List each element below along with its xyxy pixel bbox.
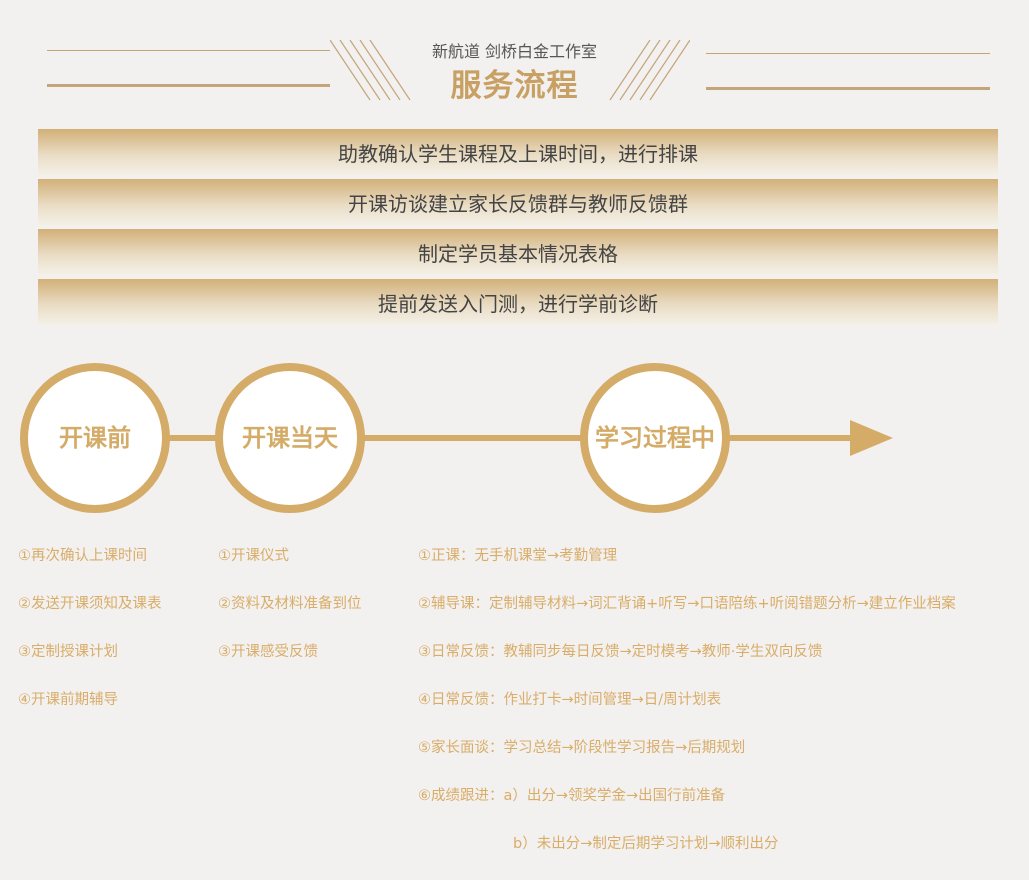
list-item: ②发送开课须知及课表: [18, 596, 162, 612]
list-item: ③日常反馈：教辅同步每日反馈→定时模考→教师·学生双向反馈: [418, 644, 823, 660]
list-item: b）未出分→制定后期学习计划→顺利出分: [513, 836, 779, 852]
step-bar: 开课访谈建立家长反馈群与教师反馈群: [38, 179, 998, 226]
page-title: 服务流程: [450, 68, 579, 104]
hatch-decoration-right: [609, 40, 690, 101]
step-bar: 助教确认学生课程及上课时间，进行排课: [38, 129, 998, 176]
stage-circle-before: 开课前: [20, 363, 170, 513]
list-item: ①再次确认上课时间: [18, 548, 147, 564]
header-rule: [706, 87, 990, 90]
list-item: ①开课仪式: [218, 548, 289, 564]
stage-circle-first-day: 开课当天: [215, 363, 365, 513]
list-item: ④开课前期辅导: [18, 692, 118, 708]
list-item: ③定制授课计划: [18, 644, 118, 660]
timeline-arrow: [160, 420, 893, 456]
list-item: ⑥成绩跟进：a）出分→领奖学金→出国行前准备: [418, 788, 726, 804]
stage-list-before: ①再次确认上课时间 ②发送开课须知及课表 ③定制授课计划 ④开课前期辅导: [18, 520, 162, 736]
list-item: ④日常反馈：作业打卡→时间管理→日/周计划表: [418, 692, 722, 708]
step-bar: 提前发送入门测，进行学前诊断: [38, 279, 998, 326]
stage-circle-during: 学习过程中: [580, 363, 730, 513]
studio-name: 新航道 剑桥白金工作室: [431, 42, 598, 61]
header-rule: [706, 53, 990, 54]
header-rule: [47, 84, 330, 87]
list-item: ②辅导课：定制辅导材料→词汇背诵+听写→口语陪练+听阅错题分析→建立作业档案: [418, 596, 956, 612]
list-item: ⑤家长面谈：学习总结→阶段性学习报告→后期规划: [418, 740, 746, 756]
step-bar: 制定学员基本情况表格: [38, 229, 998, 276]
list-item: ①正课：无手机课堂→考勤管理: [418, 548, 618, 564]
hatch-decoration-left: [330, 40, 411, 101]
stage-list-first-day: ①开课仪式 ②资料及材料准备到位 ③开课感受反馈: [218, 520, 362, 688]
list-item: ③开课感受反馈: [218, 644, 318, 660]
list-item: ②资料及材料准备到位: [218, 596, 362, 612]
stage-list-during: ①正课：无手机课堂→考勤管理 ②辅导课：定制辅导材料→词汇背诵+听写→口语陪练+…: [418, 520, 956, 880]
header-rule: [47, 50, 330, 51]
